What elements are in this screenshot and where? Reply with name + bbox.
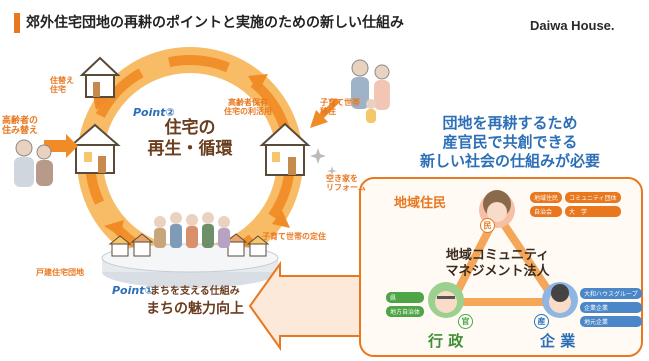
point2-label: Point② (133, 106, 175, 119)
vacant-caption-line2: リフォーム (326, 183, 366, 192)
top-caption-line1: 高齢者保有 (228, 98, 268, 107)
brand-logo: Daiwa House. (530, 18, 615, 33)
move-house-caption-line1: 住替え (50, 76, 74, 85)
gov-tag: 県 (386, 292, 425, 303)
company-tag: 大和ハウスグループ (580, 288, 642, 299)
gov-tag: 地方自治体 (386, 306, 425, 317)
management-org-title: 地域コミュニティ マネジメント法人 (440, 248, 555, 280)
cooperation-triangle (445, 206, 564, 306)
family-caption-line2: 移住 (320, 107, 336, 116)
young-family-icon (351, 59, 390, 123)
company-tag: 地元企業 (580, 316, 642, 327)
gov-badge: 官 (458, 314, 473, 329)
company-tag: 企業企業 (580, 302, 642, 313)
ring-arrow-head (248, 74, 268, 92)
vacant-caption-line1: 空き家を (326, 174, 358, 183)
top-caption: 高齢者保有 住宅の利活用 (224, 98, 272, 116)
cycle-center-line2: 再生・循環 (147, 139, 233, 159)
cycle-center-line1: 住宅の (164, 118, 216, 138)
vacant-caption: 空き家を リフォーム (326, 174, 366, 192)
residents-crowd-icon (154, 212, 230, 248)
management-org-line2: マネジメント法人 (445, 264, 550, 279)
danchi-caption: 戸建住宅団地 (36, 268, 84, 277)
move-house-caption-line2: 住宅 (50, 85, 66, 94)
elderly-arrow (44, 134, 78, 158)
header: 郊外住宅団地の再耕のポイントと実施のための新しい仕組み Daiwa House. (0, 0, 649, 40)
family-arrow (310, 98, 340, 128)
government-avatar (428, 282, 464, 318)
top-caption-line2: 住宅の利活用 (224, 107, 272, 116)
elderly-caption-line1: 高齢者の (2, 116, 39, 126)
right-heading: 団地を再耕するため 産官民で共創できる 新しい社会の仕組みが必要 (400, 114, 620, 171)
cycle-center-title: 住宅の 再生・循環 (137, 118, 243, 160)
banner-line1: まちを支える仕組み (150, 286, 240, 297)
sparkle-icon (310, 148, 337, 176)
right-heading-line3: 新しい社会の仕組みが必要 (419, 152, 600, 170)
family-caption: 子育て世帯 移住 (320, 98, 360, 116)
company-badge: 産 (534, 314, 549, 329)
elderly-couple-icon (14, 139, 53, 187)
right-house-icon (259, 122, 311, 176)
move-house-caption: 住替え 住宅 (50, 76, 74, 94)
resident-badge: 民 (480, 218, 495, 233)
gov-label: 行 政 (428, 332, 464, 350)
banner-line2: まちの魅力向上 (146, 301, 244, 317)
elderly-caption: 高齢者の 住み替え (2, 116, 38, 136)
residents-label: 地域住民 (394, 196, 447, 211)
company-avatar (542, 282, 578, 318)
elderly-caption-line2: 住み替え (2, 126, 39, 136)
move-house-icon (79, 56, 121, 98)
management-org-line1: 地域コミュニティ (445, 248, 550, 263)
point1-label: Point① (112, 284, 154, 297)
resident-tag: 自治会 (530, 206, 563, 217)
gov-tags: 県 地方自治体 (386, 292, 425, 317)
resident-tag: コミュニティ団体 (565, 192, 621, 203)
family-caption-line1: 子育て世帯 (320, 98, 360, 107)
housing-estate-houses (108, 233, 270, 257)
resident-tag: 地域住民 (530, 192, 563, 203)
company-tags: 大和ハウスグループ 企業企業 地元企業 (580, 288, 642, 327)
left-house-icon (69, 123, 121, 174)
ring-arrow-head (272, 210, 290, 228)
ring-arrow-head (104, 220, 124, 236)
right-heading-line2: 産官民で共創できる (442, 133, 578, 151)
resident-tags: 地域住民 コミュニティ団体 自治会 大 学 (530, 192, 621, 217)
right-heading-line1: 団地を再耕するため (442, 114, 578, 132)
title-accent-bar (14, 13, 20, 33)
page-title: 郊外住宅団地の再耕のポイントと実施のための新しい仕組み (26, 15, 404, 31)
company-label: 企 業 (540, 332, 576, 350)
resident-tag: 大 学 (565, 206, 621, 217)
settle-caption: 子育て世帯の定住 (262, 232, 326, 241)
